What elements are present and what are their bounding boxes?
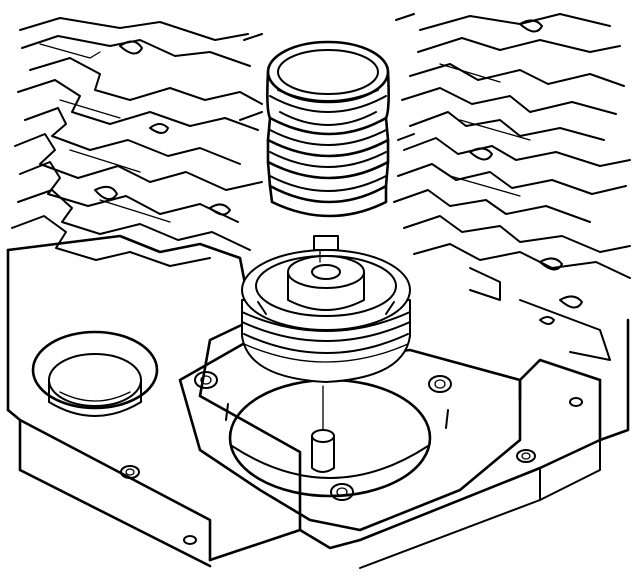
accumulator-pin [311,385,335,473]
valve-body-channels-right [393,13,631,361]
valve-body-channels-center [239,13,415,141]
bolt-holes [120,397,583,545]
coil-spring [266,40,390,218]
accumulator-piston [241,235,411,383]
valve-body-casting [6,234,630,569]
left-bore [31,330,159,417]
valve-body-channels-left [11,17,263,267]
